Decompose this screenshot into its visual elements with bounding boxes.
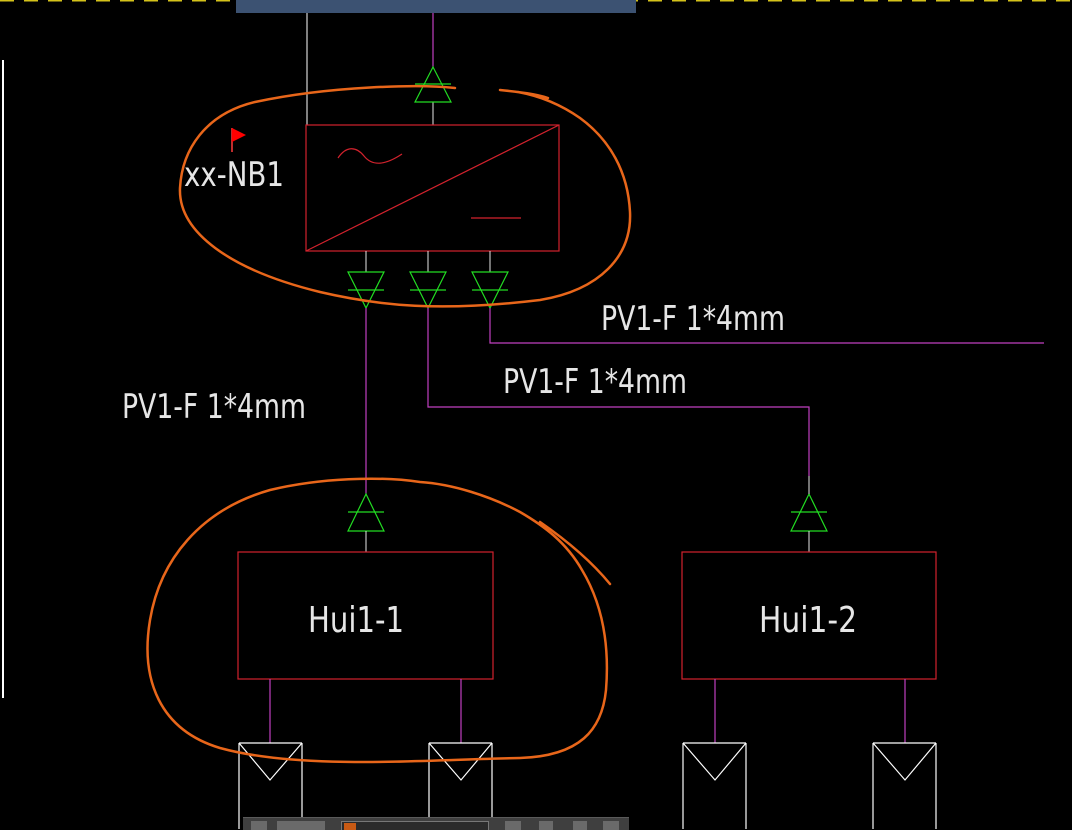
combiner-box-2[interactable]	[681, 551, 937, 680]
combiner-1-output-arrow	[347, 492, 385, 532]
combiner-box-1[interactable]	[237, 551, 494, 680]
annotation-circle-inverter	[178, 84, 632, 308]
toolbar-button-3[interactable]	[505, 821, 521, 830]
top-tooltip-bar	[236, 0, 636, 13]
layer-color-swatch	[344, 823, 356, 830]
toolbar-button-1[interactable]	[251, 821, 267, 830]
combiner-1-input-arrow-right	[428, 742, 493, 829]
combiner-2-output-arrow	[790, 492, 828, 532]
toolbar-button-5[interactable]	[573, 821, 587, 830]
combiner-1-label: Hui1-1	[308, 600, 404, 641]
combiner-2-input-arrow-left	[682, 742, 747, 829]
inverter-name-label: xx-NB1	[184, 155, 284, 195]
toolbar-button-6[interactable]	[603, 821, 619, 830]
red-flag-marker-icon	[231, 128, 246, 152]
inverter-diagonal	[305, 124, 560, 252]
inverter-output-arrow	[414, 65, 452, 103]
annotation-circle-combiner-1	[146, 477, 612, 764]
cable-to-right	[489, 308, 1044, 344]
cable-label-1: PV1-F 1*4mm	[122, 387, 306, 427]
combiner-2-label: Hui1-2	[759, 600, 857, 641]
bottom-toolbar	[243, 817, 629, 830]
cable-to-hui1-2	[427, 308, 810, 476]
combiner-2-input-arrow-right	[872, 742, 937, 829]
inverter-input-arrow-3	[471, 271, 509, 310]
cable-label-2: PV1-F 1*4mm	[503, 362, 687, 402]
cable-label-3: PV1-F 1*4mm	[601, 299, 785, 339]
tilde-wave-icon	[337, 148, 403, 164]
combiner-1-input-arrow-left	[238, 742, 303, 829]
toolbar-button-2[interactable]	[277, 821, 325, 830]
inverter-box[interactable]	[305, 124, 560, 252]
inverter-input-arrow-2	[409, 271, 447, 310]
layer-select[interactable]	[341, 821, 489, 830]
toolbar-button-4[interactable]	[539, 821, 553, 830]
inverter-input-arrow-1	[347, 271, 385, 310]
